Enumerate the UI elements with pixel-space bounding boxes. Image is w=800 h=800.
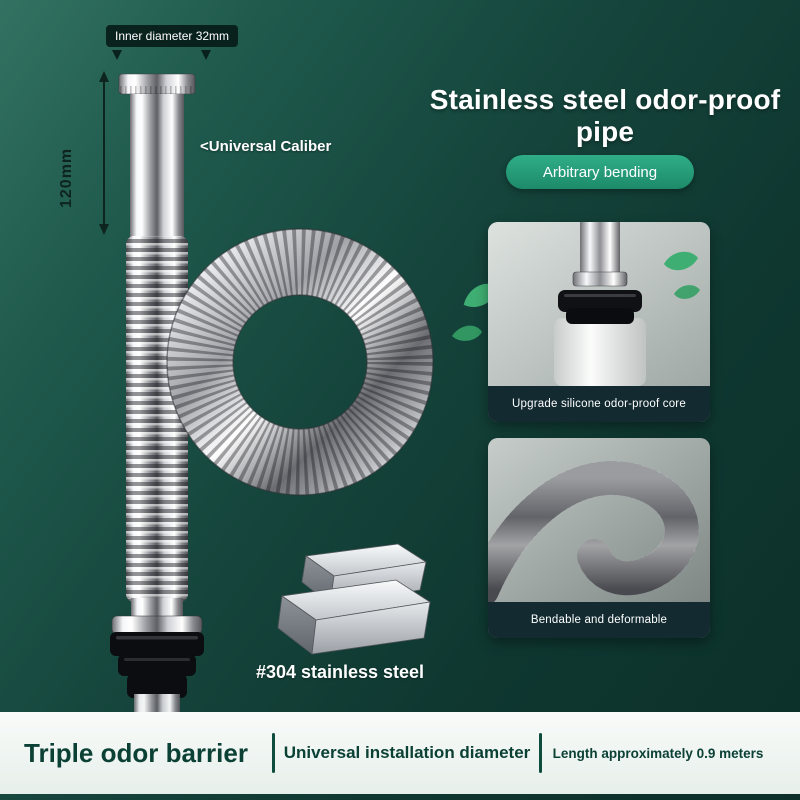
white-pipe [554,318,646,386]
material-label: #304 stainless steel [255,662,425,682]
arbitrary-bending-badge: Arbitrary bending [506,155,694,189]
steel-ingots [277,543,432,655]
chrome-nut [572,271,628,287]
footer-divider [272,733,275,773]
ingot-front [277,579,432,655]
card-caption: Bendable and deformable [488,602,710,638]
footer-item-installation-diameter: Universal installation diameter [283,743,531,762]
footer-divider [539,733,542,773]
bendable-pipe-image [488,438,710,602]
pipe-flange [111,615,203,635]
pipe-straight-tube [130,94,184,238]
pipe-loop [166,228,434,496]
length-120mm-label: 120mm [58,147,75,208]
footer-item-length: Length approximately 0.9 meters [552,745,764,761]
feature-card-bendable: Bendable and deformable [488,438,710,638]
pipe-outlet [110,598,204,714]
feature-card-odor-proof-core: Upgrade silicone odor-proof core [488,222,710,422]
page-title: Stainless steel odor-proof pipe [429,84,781,147]
chrome-tube [580,222,620,278]
footer-bar: Triple odor barrier Universal installati… [0,712,800,794]
inner-diameter-label: Inner diameter 32mm [106,25,239,47]
leaf-decoration [664,251,700,299]
card-caption: Upgrade silicone odor-proof core [488,386,710,422]
universal-caliber-label: <Universal Caliber [200,138,332,155]
callout-arrow-icon [112,50,122,60]
bent-corrugated-pipe [488,461,699,602]
footer-item-odor-barrier: Triple odor barrier [24,737,248,768]
dimension-arrow-120mm [99,71,109,235]
rubber-gasket [110,632,204,698]
callout-arrow-icon [201,50,211,60]
odor-proof-core-image [488,222,710,386]
silicone-core [558,290,642,324]
